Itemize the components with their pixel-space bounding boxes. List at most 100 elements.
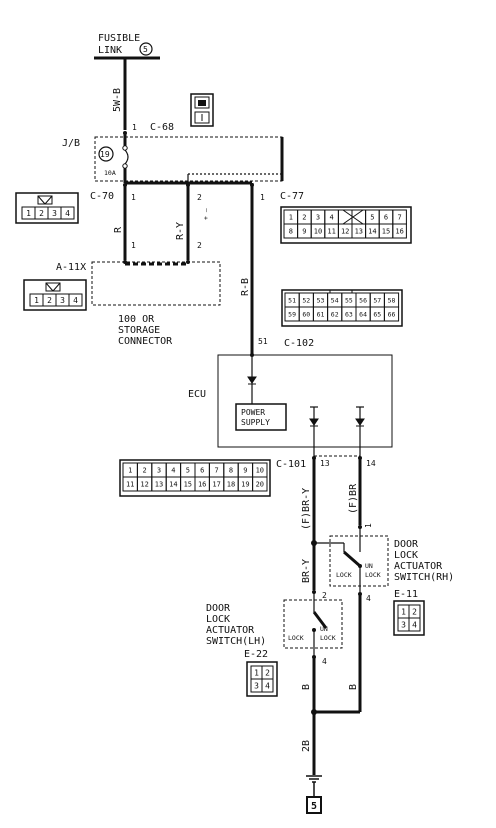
c70-face-cell xyxy=(60,206,75,220)
fusible-link-label-1: FUSIBLE xyxy=(98,33,140,44)
c77-face-pin-label: 6 xyxy=(384,213,388,221)
c77-face-pin-label: 15 xyxy=(382,227,390,235)
c101-face-pin-label: 9 xyxy=(243,466,247,474)
rh-lock-label: LOCK xyxy=(336,571,352,579)
c101-face-pin-label: 10 xyxy=(256,466,264,474)
c70-face-pin-label: 1 xyxy=(26,209,31,218)
ecu-box xyxy=(217,354,393,448)
c102-face-cell xyxy=(383,306,400,322)
c102-label: C-102 xyxy=(284,338,314,349)
c101-face-cell xyxy=(252,476,268,492)
rh-title-2: LOCK xyxy=(394,550,418,561)
c70-face-pin-label: 2 xyxy=(39,209,44,218)
wire-label-c101-14: (F)BR xyxy=(348,483,359,514)
e22-face-pin-label: 3 xyxy=(254,681,259,690)
ecu-diode-14 xyxy=(355,418,365,427)
fuse-element xyxy=(124,149,129,165)
fuse-rating: 10A xyxy=(104,169,116,177)
c70-label: C-70 xyxy=(90,191,114,202)
c77-face-pin-label: 10 xyxy=(314,227,322,235)
c77-face-pin-label: 13 xyxy=(355,227,363,235)
lh-switch-blade xyxy=(312,611,328,629)
rh-pin-1: 1 xyxy=(364,523,373,528)
wire-label-c70-pin2: R-Y xyxy=(175,222,186,240)
ground-icon xyxy=(306,775,322,796)
power-supply-label-1: POWER xyxy=(241,408,265,417)
e11-face-pin-label: 1 xyxy=(401,607,406,616)
a11x-pin-1: 1 xyxy=(131,241,136,250)
wire-label-c77: R-B xyxy=(240,278,251,296)
c101-face-pin-label: 19 xyxy=(241,480,249,488)
lh-title-3: ACTUATOR xyxy=(206,625,255,636)
c101-face-pin-label: 11 xyxy=(126,480,134,488)
c77-face-pin-label: 2 xyxy=(302,213,306,221)
c70-pin-1: 1 xyxy=(131,193,136,202)
c77-terminal xyxy=(250,183,254,187)
fuse-terminal-bottom xyxy=(122,163,128,169)
c101-face-pin-label: 3 xyxy=(157,466,161,474)
c70-face-pin-label: 4 xyxy=(65,209,70,218)
fusible-link-label-2: LINK xyxy=(98,45,122,56)
c102-face-pin-label: 65 xyxy=(373,310,381,318)
a11x-face-pin-label: 3 xyxy=(60,296,65,305)
wire-label-lh-ground: B xyxy=(301,684,312,690)
e11-face-pin-label: 3 xyxy=(401,620,406,629)
e11-face-cell xyxy=(408,617,421,632)
ecu-label: ECU xyxy=(188,389,206,400)
storage-label-3: CONNECTOR xyxy=(118,336,173,347)
rh-title-3: ACTUATOR xyxy=(394,561,443,572)
power-supply-box xyxy=(235,403,287,431)
c77-face-pin-label: 1 xyxy=(289,213,293,221)
c101-face-pin-label: 18 xyxy=(227,480,235,488)
c101-face-pin-label: 6 xyxy=(200,466,204,474)
c102-face-pin-label: 51 xyxy=(288,296,296,304)
c102-face-pin-label: 61 xyxy=(317,310,325,318)
e11-face-pin-label: 4 xyxy=(412,620,417,629)
c101-face-pin-label: 17 xyxy=(212,480,220,488)
lh-pin-2: 2 xyxy=(322,591,327,600)
c77-face-pin-label: 12 xyxy=(341,227,349,235)
c77-face-pin-label: 8 xyxy=(289,227,293,235)
a11x-face-cell xyxy=(68,293,83,307)
wire-label-c70-pin1: R xyxy=(113,226,124,233)
fuse-number-circle xyxy=(98,146,114,162)
c77-face-pin-label: 3 xyxy=(316,213,320,221)
c101-face-pin-label: 12 xyxy=(140,480,148,488)
c68-pin-1: 1 xyxy=(132,123,137,132)
wire-label-fl-out: 5W-B xyxy=(112,88,123,112)
c77-pin-1: 1 xyxy=(260,193,265,202)
storage-label-2: STORAGE xyxy=(118,325,160,336)
c102-face-pin-label: 59 xyxy=(288,310,296,318)
c101-face-pin-label: 20 xyxy=(256,480,264,488)
c101-face-pin-label: 13 xyxy=(155,480,163,488)
c101-face-pin-label: 16 xyxy=(198,480,206,488)
c102-face-pin-label: 62 xyxy=(331,310,339,318)
a11x-face-pin-label: 2 xyxy=(47,296,52,305)
rh-title-1: DOOR xyxy=(394,539,419,550)
c102-face-pin-label: 55 xyxy=(345,296,353,304)
a11x-face-pin-label: 1 xyxy=(34,296,39,305)
e22-face-pin-label: 4 xyxy=(265,681,270,690)
c102-pin-51: 51 xyxy=(258,337,268,346)
ground-number-box xyxy=(306,796,322,814)
rh-pin-4: 4 xyxy=(366,594,371,603)
c101-pin-13: 13 xyxy=(320,459,330,468)
c102-face-pin-label: 58 xyxy=(388,296,396,304)
c102-face-pin-label: 54 xyxy=(331,296,339,304)
c77-face-cell xyxy=(351,209,367,225)
c101-pin-14: 14 xyxy=(366,459,376,468)
junction-block-box xyxy=(94,136,283,182)
rh-unlock-label-1: UN xyxy=(365,562,373,570)
a11x-face-pin-label: 4 xyxy=(73,296,78,305)
c70-face-pin-label: 3 xyxy=(52,209,57,218)
c101-face-pin-label: 5 xyxy=(186,466,190,474)
rh-unlock-label-2: LOCK xyxy=(365,571,381,579)
c77-face-pin-label: 5 xyxy=(370,213,374,221)
wire-label-rh-to-lh: BR-Y xyxy=(301,559,312,583)
